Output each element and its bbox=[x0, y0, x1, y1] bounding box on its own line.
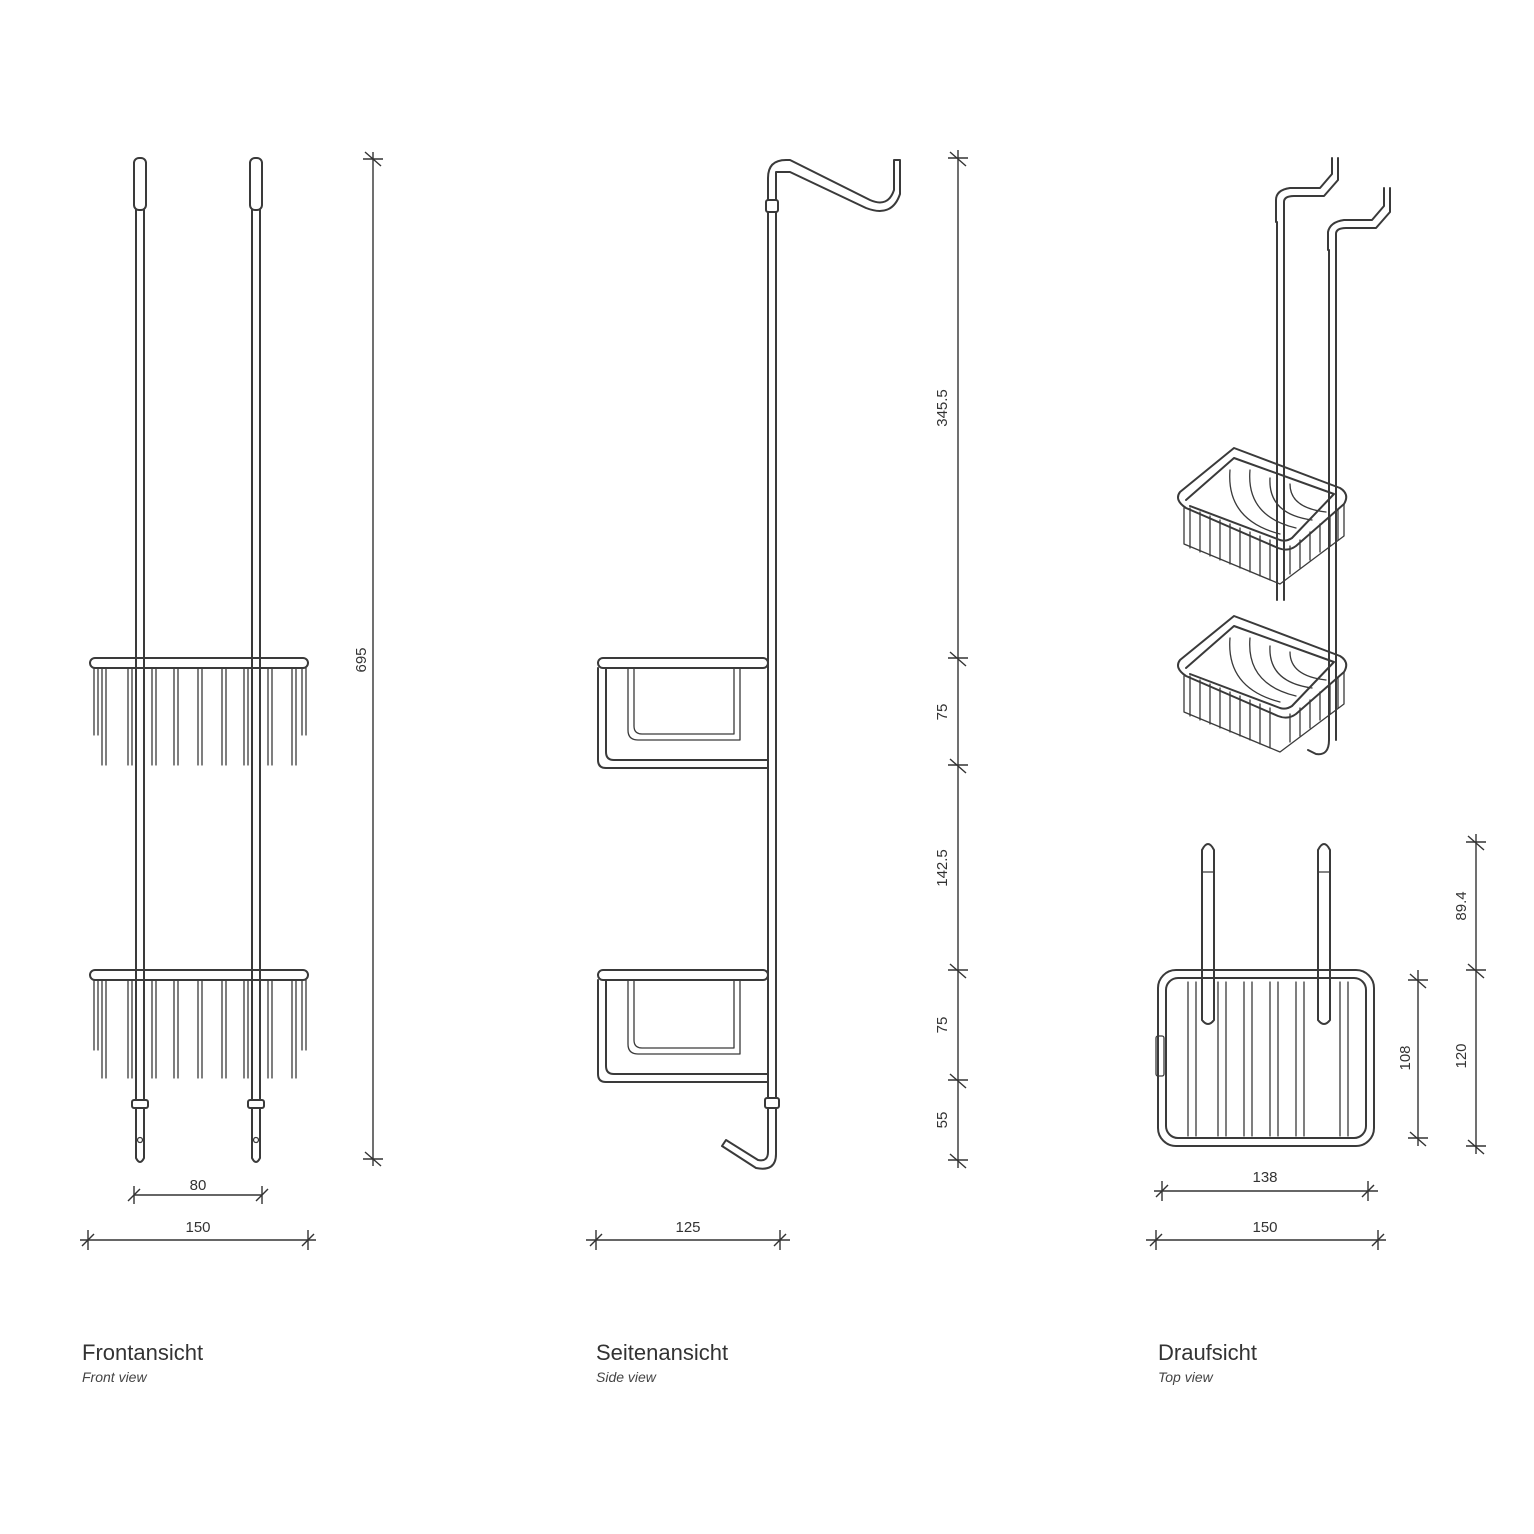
isometric-view-drawing bbox=[1177, 157, 1391, 756]
dim-top-inner-width-label: 138 bbox=[1252, 1169, 1277, 1186]
side-view-drawing: 345.5 75 142.5 75 55 125 bbox=[586, 150, 968, 1250]
dim-side-top-section-label: 345.5 bbox=[934, 389, 951, 427]
dim-side-depth: 125 bbox=[586, 1219, 790, 1250]
dim-front-height: 695 bbox=[353, 151, 383, 1167]
side-upper-basket bbox=[597, 657, 769, 769]
dim-front-rod-spacing: 80 bbox=[127, 1177, 269, 1204]
dim-side-chain: 345.5 75 142.5 75 55 bbox=[934, 150, 968, 1169]
iso-lower-basket bbox=[1177, 615, 1348, 753]
side-bottom-hook bbox=[721, 1107, 777, 1170]
top-view-subtitle: Top view bbox=[1158, 1369, 1213, 1385]
front-right-rod bbox=[247, 157, 265, 1163]
side-view-title: Seitenansicht bbox=[596, 1340, 729, 1365]
top-view-title: Draufsicht bbox=[1158, 1340, 1258, 1365]
dim-top-outer-width-label: 150 bbox=[1252, 1219, 1277, 1236]
side-view-caption: Seitenansicht Side view bbox=[596, 1340, 728, 1385]
dim-side-depth-label: 125 bbox=[675, 1219, 700, 1236]
dim-side-gap-label: 142.5 bbox=[934, 849, 951, 887]
dim-front-rod-spacing-label: 80 bbox=[190, 1177, 207, 1194]
side-top-hook bbox=[767, 159, 901, 212]
dim-side-upper-basket-label: 75 bbox=[934, 704, 951, 721]
dim-front-width: 150 bbox=[80, 1219, 316, 1250]
front-view-caption: Frontansicht Front view bbox=[82, 1340, 203, 1385]
dim-front-width-label: 150 bbox=[185, 1219, 210, 1236]
front-view-subtitle: Front view bbox=[82, 1369, 147, 1385]
front-lower-basket bbox=[89, 969, 309, 1079]
top-view-caption: Draufsicht Top view bbox=[1158, 1340, 1257, 1385]
dim-side-lower-basket-label: 75 bbox=[934, 1017, 951, 1034]
dim-top-inner-depth-label: 108 bbox=[1397, 1045, 1414, 1070]
dim-top-outer-depth-label: 120 bbox=[1453, 1043, 1470, 1068]
dim-top-hook-height-label: 89.4 bbox=[1453, 891, 1470, 920]
front-upper-basket bbox=[89, 657, 309, 766]
top-view-drawing: 89.4 120 108 138 150 bbox=[1146, 834, 1486, 1250]
dim-side-hook-label: 55 bbox=[934, 1112, 951, 1129]
side-lower-basket bbox=[597, 969, 769, 1083]
iso-upper-basket bbox=[1177, 447, 1348, 585]
dim-top-vertical: 89.4 120 108 bbox=[1397, 834, 1486, 1155]
dim-front-height-label: 695 bbox=[353, 647, 370, 672]
front-left-rod bbox=[131, 157, 149, 1163]
front-view-title: Frontansicht bbox=[82, 1340, 204, 1365]
dim-top-horizontal: 138 150 bbox=[1146, 1169, 1386, 1250]
front-view-drawing: 695 80 150 bbox=[80, 151, 383, 1250]
top-basket-outline bbox=[1157, 969, 1375, 1147]
side-view-subtitle: Side view bbox=[596, 1369, 656, 1385]
